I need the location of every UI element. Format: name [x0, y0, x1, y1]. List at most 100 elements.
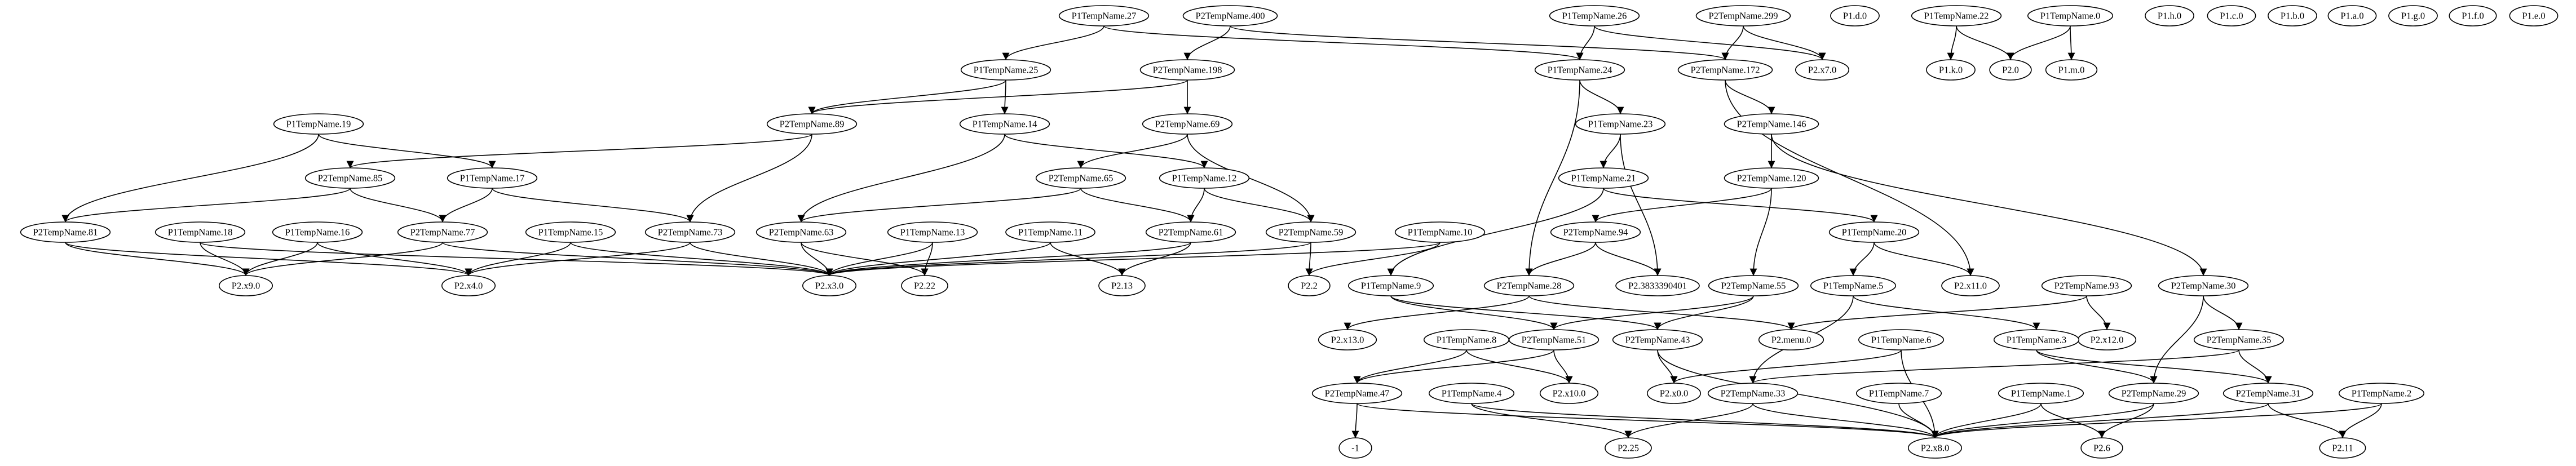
node-x00: P2.x0.0: [1646, 383, 1702, 404]
edge-n59-to-p22: [1305, 242, 1313, 276]
node-n93: P2TempName.93: [2041, 275, 2132, 296]
edge-n85-to-n81: [61, 188, 351, 223]
node-label: P2TempName.81: [33, 227, 98, 238]
edge-n47-to-x80: [1357, 403, 1939, 438]
edge-n400-to-n198: [1183, 25, 1231, 60]
node-label: P1.d.0: [1843, 11, 1867, 21]
edge-n30-to-n29: [2150, 295, 2204, 384]
node-x70: P2.x7.0: [1795, 59, 1850, 81]
edge-n89-to-n85: [346, 134, 812, 168]
node-p26: P2.6: [2080, 437, 2123, 459]
node-label: P1TempName.25: [974, 65, 1039, 76]
node-n9: P1TempName.9: [1347, 275, 1434, 296]
edge-n61-to-x30: [825, 242, 1191, 276]
node-n47: P2TempName.47: [1311, 383, 1403, 404]
node-ellipse: [2207, 5, 2256, 26]
node-label: P1TempName.22: [1924, 11, 1989, 21]
node-p225: P2.25: [1605, 437, 1652, 459]
node-label: P2.menu.0: [1771, 335, 1811, 345]
edge-n1-to-p26: [2040, 403, 2106, 438]
node-ellipse: [2108, 383, 2199, 404]
node-label: P1TempName.2: [2352, 388, 2412, 399]
node-x130: P2.x13.0: [1318, 329, 1377, 350]
node-ellipse: [1145, 221, 1236, 243]
edge-n93-to-x120: [2086, 295, 2111, 330]
node-ellipse: [525, 221, 616, 243]
node-ellipse: [2222, 383, 2314, 404]
edge-n18-to-x90: [200, 242, 250, 276]
edge-n35-to-n31: [2238, 349, 2272, 384]
node-ellipse: [1795, 59, 1850, 81]
node-ellipse: [1483, 275, 1575, 296]
node-label: P2TempName.47: [1325, 388, 1390, 399]
node-ellipse: [1338, 437, 1372, 459]
node-label: P2TempName.31: [2236, 388, 2301, 399]
node-ellipse: [959, 113, 1050, 135]
edge-n30-to-n35: [2203, 295, 2243, 330]
node-ellipse: [901, 275, 948, 296]
node-n146: P2TempName.146: [1724, 113, 1819, 135]
node-ellipse: [2158, 275, 2249, 296]
node-label: P1.a.0: [2340, 11, 2363, 21]
edge-n10-to-p22: [1305, 242, 1441, 276]
edge-n172-to-n146: [1725, 79, 1775, 114]
node-label: P2TempName.89: [780, 119, 845, 130]
edge-n81-to-x90: [65, 242, 250, 276]
edge-n22-to-p20: [1956, 25, 2014, 60]
node-ellipse: [1830, 5, 1880, 26]
node-n299: P2TempName.299: [1695, 5, 1791, 26]
node-ellipse: [1724, 113, 1819, 135]
node-ellipse: [1612, 329, 1703, 350]
node-label: P2TempName.29: [2122, 388, 2186, 399]
node-n120: P2TempName.120: [1724, 167, 1819, 189]
node-p213: P2.13: [1098, 275, 1146, 296]
edge-n81-to-x40: [65, 242, 472, 276]
node-n19: P1TempName.19: [273, 113, 364, 135]
node-label: P1.c.0: [2220, 11, 2243, 21]
node-n12: P1TempName.12: [1159, 167, 1250, 189]
node-ellipse: [1989, 59, 2032, 81]
edge-n65-to-n61: [1080, 188, 1195, 223]
node-ellipse: [2338, 383, 2425, 404]
node-ellipse: [755, 221, 847, 243]
edge-n77-to-x30: [442, 242, 833, 276]
node-ellipse: [1605, 437, 1652, 459]
edge-n69-to-n65: [1077, 134, 1188, 168]
node-n61: P2TempName.61: [1145, 221, 1236, 243]
edge-n77-to-x90: [242, 242, 443, 276]
node-ellipse: [1318, 329, 1377, 350]
node-ellipse: [1265, 221, 1357, 243]
edge-n2-to-p211: [2339, 403, 2382, 438]
node-ellipse: [1550, 221, 1641, 243]
node-n11: P1TempName.11: [1005, 221, 1095, 243]
node-label: P2TempName.400: [1195, 11, 1265, 21]
node-ellipse: [1926, 59, 1976, 81]
node-label: P2TempName.299: [1708, 11, 1778, 21]
node-n17: P1TempName.17: [447, 167, 538, 189]
node-label: P2.2: [1301, 281, 1318, 291]
node-label: P2.13: [1111, 281, 1133, 291]
edge-n31-to-x80: [1931, 403, 2269, 438]
node-label: P2.11: [2332, 443, 2353, 454]
edges-layer: [61, 25, 2382, 438]
edge-n1-to-x80: [1931, 403, 2042, 438]
node-ellipse: [1035, 167, 1126, 189]
node-n30: P2TempName.30: [2158, 275, 2249, 296]
node-n43: P2TempName.43: [1612, 329, 1703, 350]
node-k0: P1.k.0: [1926, 59, 1976, 81]
node-ellipse: [1558, 167, 1649, 189]
node-b0: P1.b.0: [2268, 5, 2317, 26]
node-big: P2.3833390401: [1615, 275, 1700, 296]
node-ellipse: [1810, 275, 1897, 296]
node-n2: P1TempName.2: [2338, 383, 2425, 404]
node-ellipse: [1695, 5, 1791, 26]
edge-n61-to-p213: [1118, 242, 1191, 276]
node-ellipse: [1005, 221, 1095, 243]
node-ellipse: [1534, 59, 1625, 81]
node-g0: P1.g.0: [2388, 5, 2438, 26]
node-label: P1TempName.9: [1361, 281, 1421, 291]
node-ellipse: [2509, 5, 2559, 26]
node-n3: P1TempName.3: [1993, 329, 2080, 350]
edge-n14-to-n12: [1004, 134, 1208, 168]
